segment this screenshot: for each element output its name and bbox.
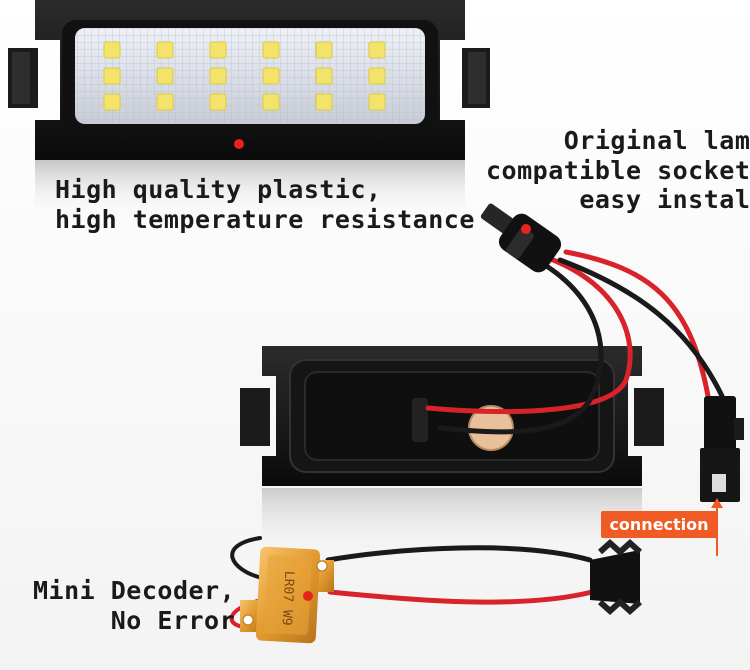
decoder-caption-line2: No Error: [110, 605, 236, 635]
decoder-caption: Mini Decoder, No Error: [33, 576, 235, 635]
decoder-connector: [590, 538, 643, 616]
socket-callout-dot: [521, 224, 531, 234]
socket-caption-line1: Original lamp: [563, 126, 750, 155]
decoder-callout-dot: [303, 591, 313, 601]
plastic-caption-line1: High quality plastic,: [55, 175, 382, 204]
connection-badge: connection: [601, 511, 717, 538]
top-lamp: [8, 0, 490, 220]
wires: [229, 249, 725, 631]
bottom-lamp: [240, 346, 664, 558]
socket-caption: Original lamp compatible socket, easy in…: [486, 126, 750, 215]
plastic-caption: High quality plastic, high temperature r…: [55, 175, 475, 234]
connector-pair: [700, 396, 744, 556]
socket-caption-line2: compatible socket,: [486, 155, 750, 185]
decoder-print: LR07 W9: [279, 570, 297, 626]
decoder-resistor: LR07 W9: [240, 546, 334, 644]
decoder-caption-line1: Mini Decoder,: [33, 576, 236, 605]
lamp-label-sticker: [469, 406, 513, 450]
plastic-callout-dot: [234, 139, 244, 149]
plastic-caption-line2: high temperature resistance: [55, 204, 475, 234]
t10-socket: [480, 203, 562, 273]
led-array: [103, 41, 386, 111]
socket-caption-line3: easy install: [579, 185, 750, 214]
